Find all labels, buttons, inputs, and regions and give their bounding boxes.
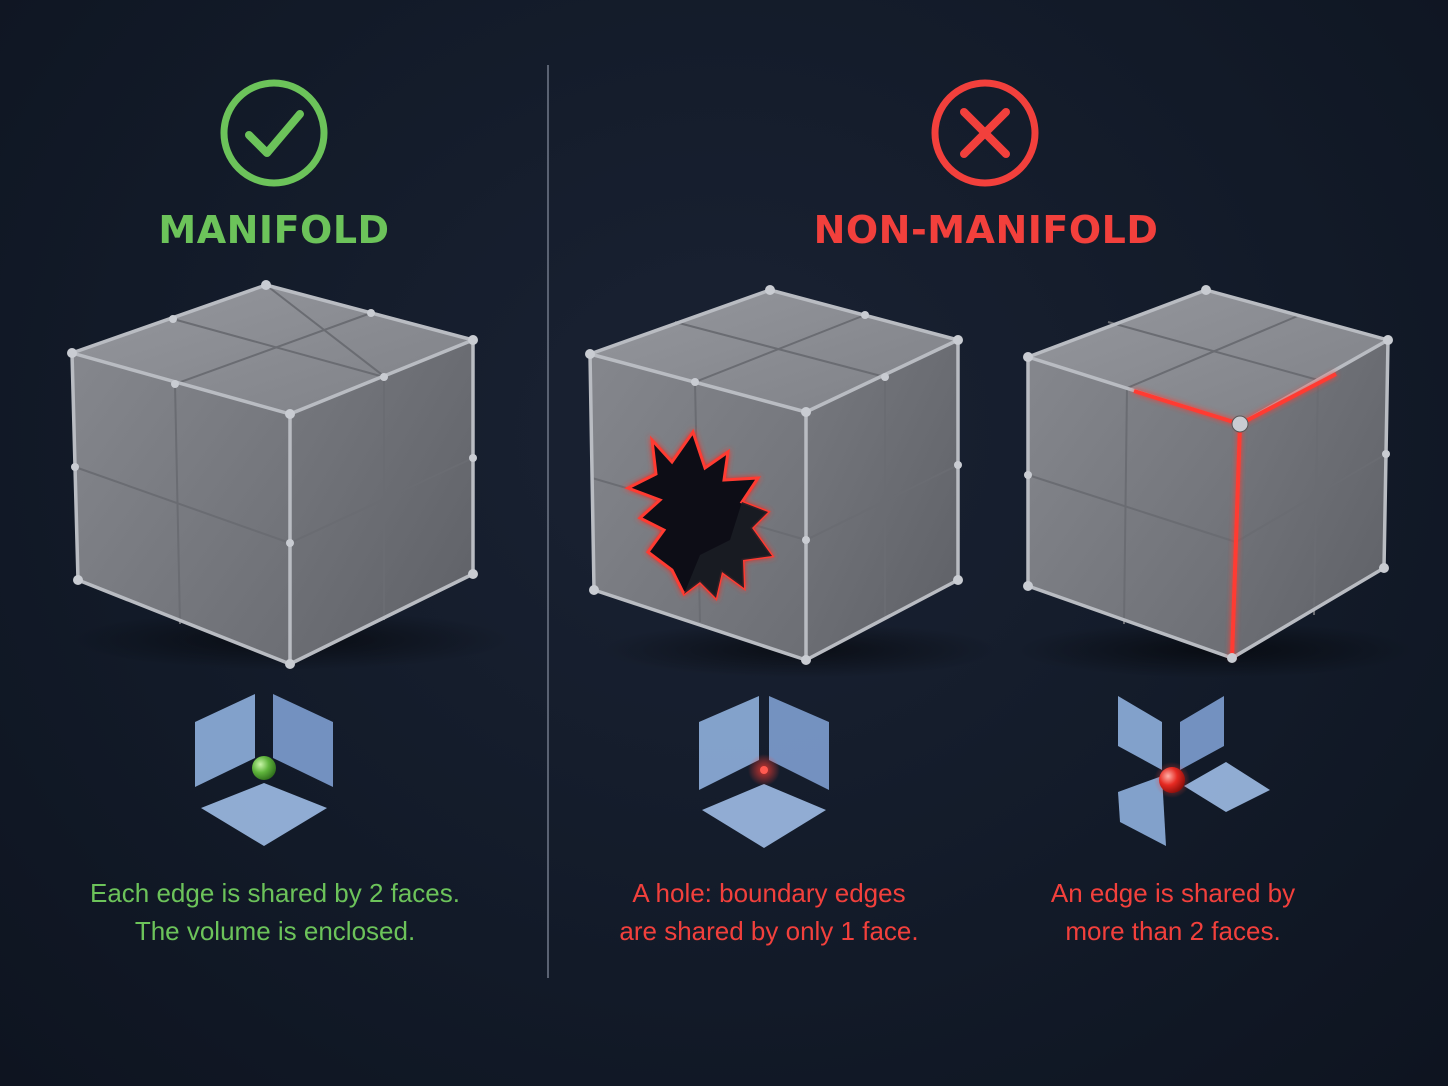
shared-edge-cube [1015,285,1415,678]
shared-edge-caption-line2: more than 2 faces. [1065,916,1281,946]
vertex-ball [1159,767,1185,793]
manifold-vertex-facets [195,694,333,846]
shared-edge-caption: An edge is shared by more than 2 faces. [1010,874,1336,950]
non-manifold-edge [1133,372,1337,659]
hole-cube [585,285,1000,678]
hole-vertex-facets [699,696,829,848]
shared-vertex [1231,415,1249,433]
vertex-point [760,766,768,774]
hole-caption-line2: are shared by only 1 face. [619,916,919,946]
manifold-cube [67,280,510,670]
non-manifold-title: NON-MANIFOLD [813,208,1159,252]
hole-caption-line1: A hole: boundary edges [632,878,906,908]
manifold-caption-line1: Each edge is shared by 2 faces. [89,878,460,908]
manifold-caption-line2: The volume is enclosed. [134,916,416,946]
check-circle-icon [220,79,328,187]
shared-edge-caption-line1: An edge is shared by [1050,878,1296,908]
manifold-caption: Each edge is shared by 2 faces. The volu… [40,874,510,950]
cube-front-face [72,353,290,664]
vertex-ball [252,756,276,780]
hole-caption: A hole: boundary edges are shared by onl… [580,874,958,950]
cube-side-face [290,340,473,664]
x-circle-icon [931,79,1039,187]
manifold-title: MANIFOLD [158,208,390,252]
shared-edge-facets [1118,696,1270,846]
